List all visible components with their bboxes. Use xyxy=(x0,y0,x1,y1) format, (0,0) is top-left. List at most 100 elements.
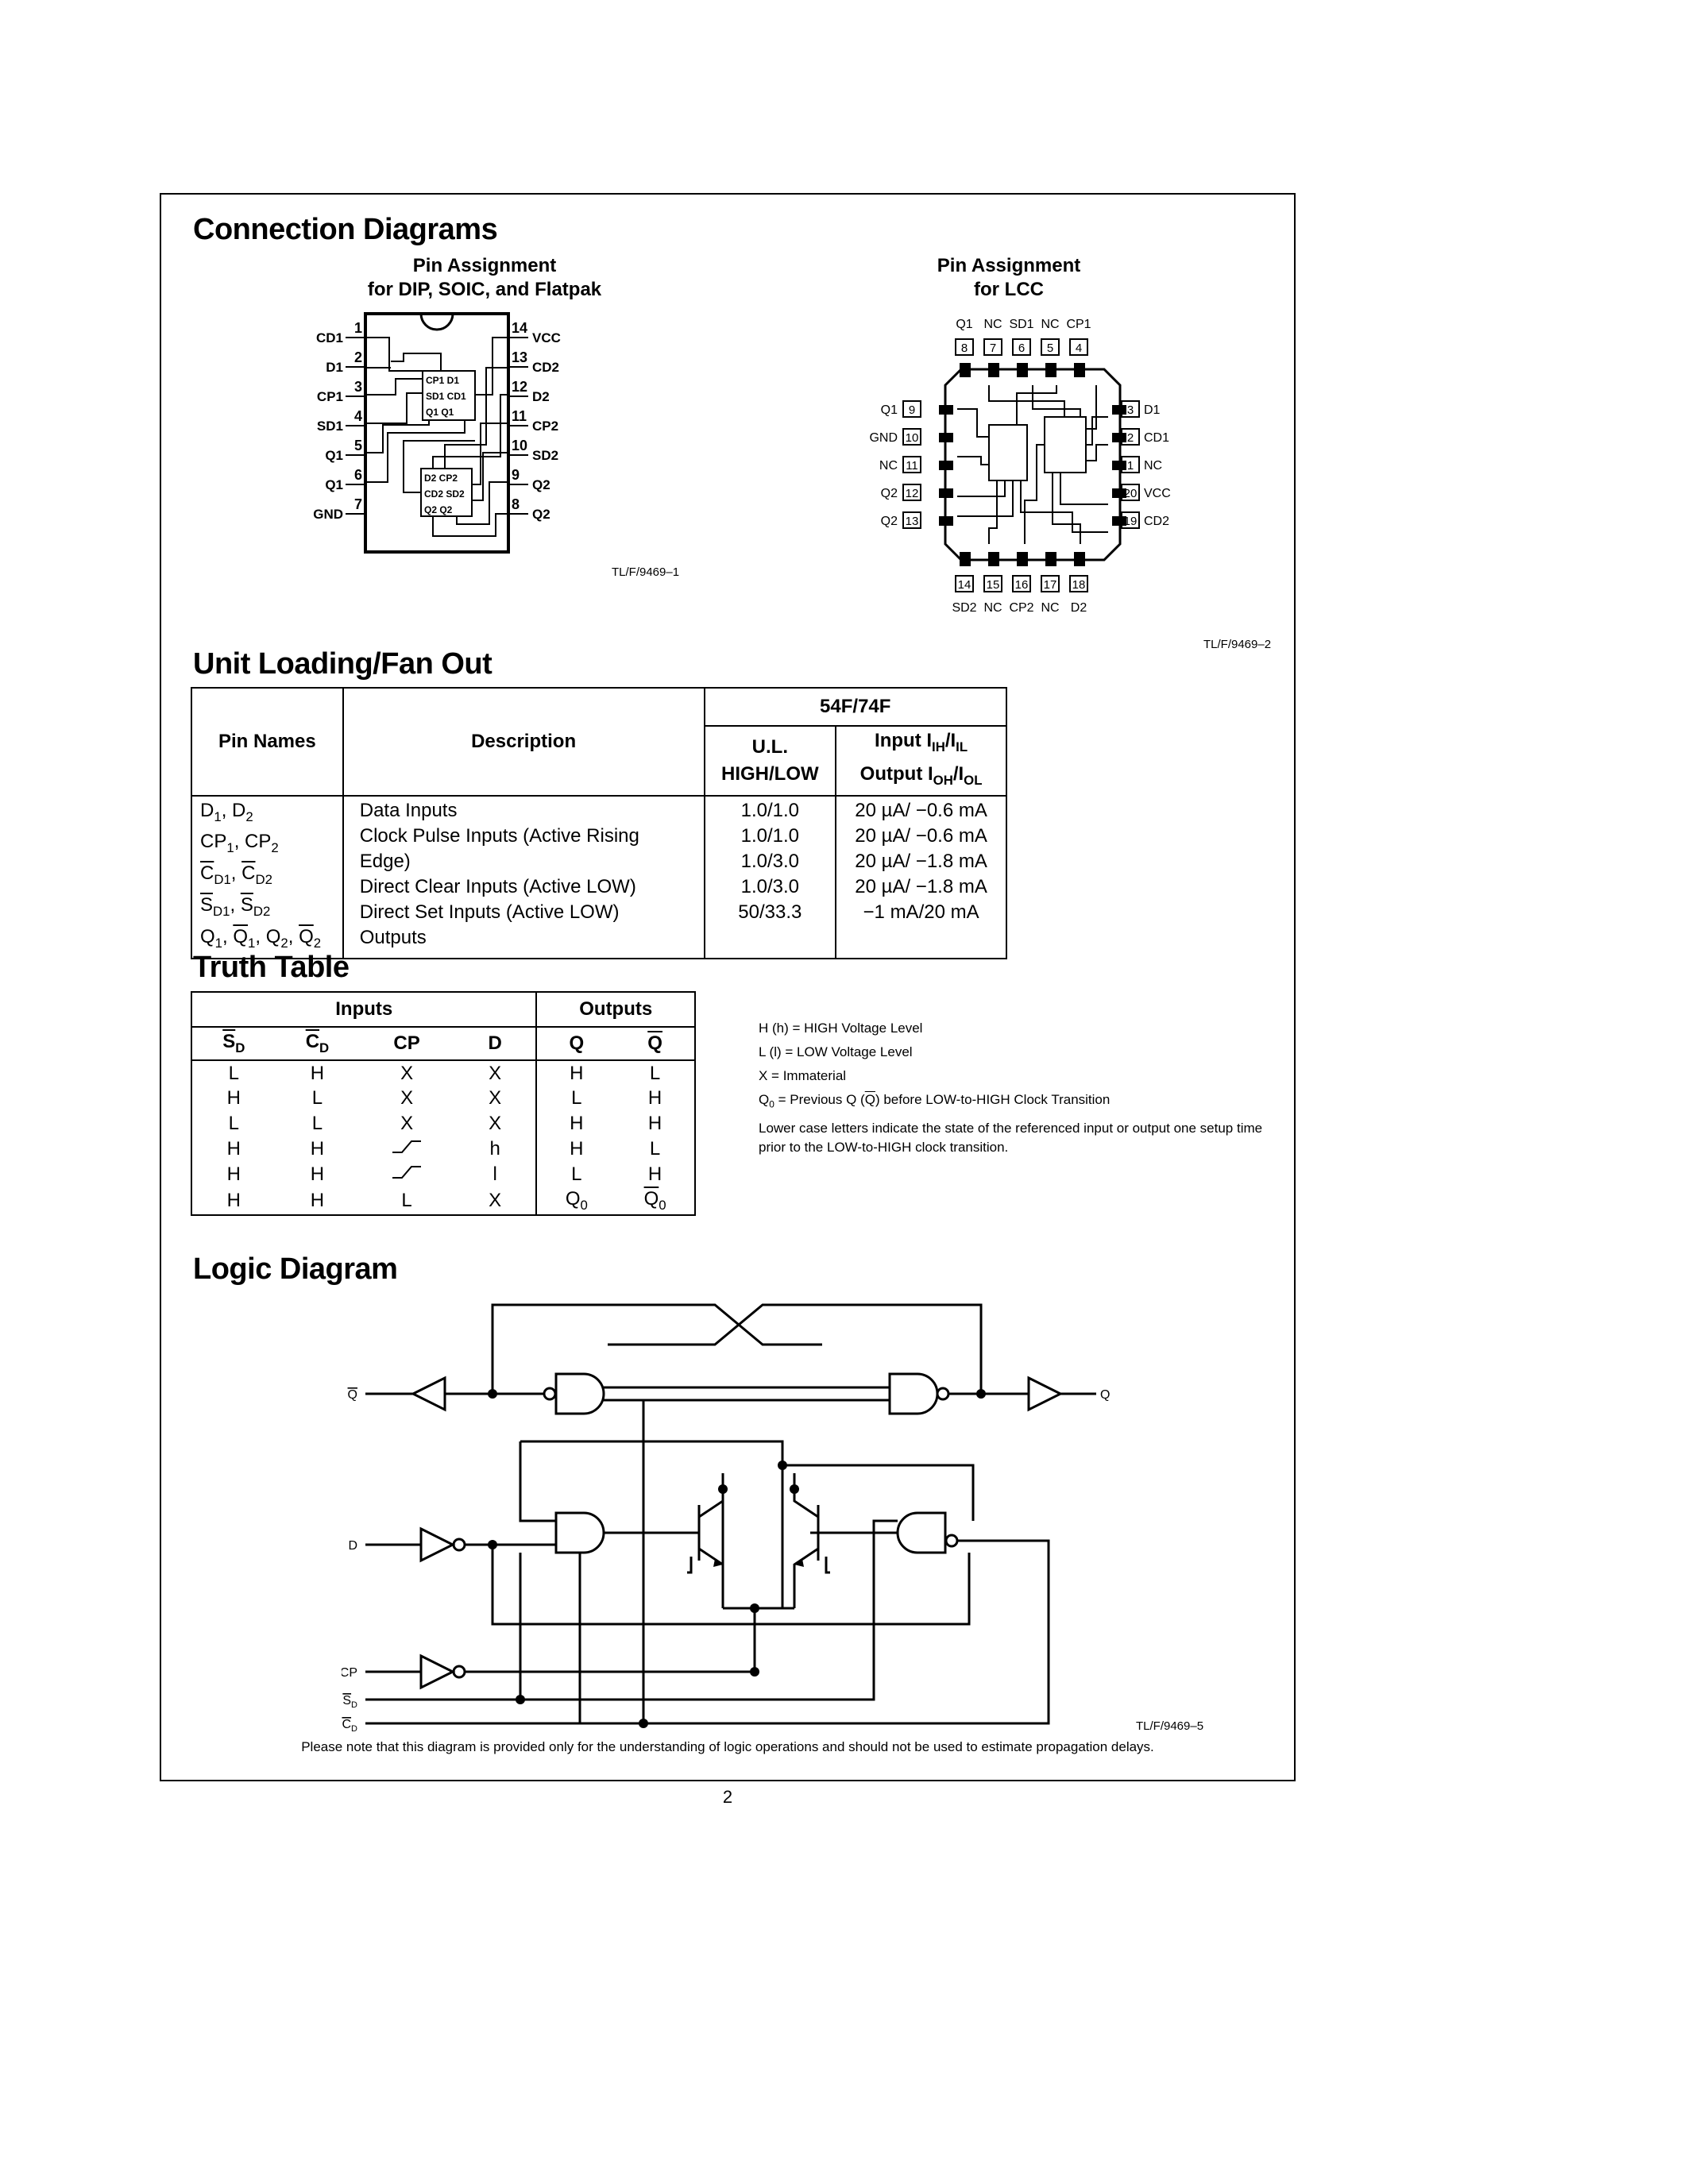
pin-row: CD1, CD2 xyxy=(200,862,272,887)
lcc-flipflop-1 xyxy=(1044,416,1087,473)
pin-label: D1 xyxy=(1144,403,1161,417)
pin-number-box xyxy=(1012,575,1031,592)
truth-table-cell: L xyxy=(228,1113,239,1134)
pin-label: Q1 xyxy=(325,477,343,492)
pin-label: NC xyxy=(983,601,1002,615)
truth-table-cell: H xyxy=(226,1138,241,1160)
pin-number-box xyxy=(955,575,974,592)
pin-label: CD1 xyxy=(1144,431,1169,445)
pin-number-box xyxy=(1041,338,1060,356)
lcc-pad xyxy=(1017,363,1028,377)
pin-label: SD1 xyxy=(317,419,343,434)
truth-table-cell: X xyxy=(454,1111,538,1136)
pin-names-cell: D1, D2 CP1, CP2 CD1, CD2 SD1, SD2 Q1, Q1… xyxy=(191,794,344,959)
lcc-flipflop-2 xyxy=(988,424,1028,481)
note-x: X = Immaterial xyxy=(759,1068,847,1083)
pin-number-box xyxy=(1069,575,1088,592)
lcc-pad xyxy=(939,433,953,442)
description-row: Direct Set Inputs (Active LOW) xyxy=(359,901,620,923)
truth-table-cell: H xyxy=(226,1189,241,1211)
truth-table-cell: H xyxy=(226,1087,241,1109)
svg-text:Q2 Q2: Q2 Q2 xyxy=(424,504,453,515)
lcc-pad xyxy=(1074,363,1085,377)
truth-table-cell: h xyxy=(454,1136,538,1162)
unit-loading-table: Pin Names Description 54F/74F U.L. HIGH/… xyxy=(191,687,1007,959)
pin-label: 16 xyxy=(1015,578,1029,592)
pin-label: CP1 xyxy=(317,389,343,404)
and-mid-left xyxy=(554,1511,605,1554)
lcc-pad xyxy=(1045,363,1056,377)
pin-label: Q1 xyxy=(881,403,898,417)
pin-label: CD2 xyxy=(532,360,559,375)
pin-number-box xyxy=(902,456,921,473)
lcc-pad xyxy=(939,405,953,415)
qbar-buffer xyxy=(410,1376,446,1412)
d-buffer xyxy=(419,1526,456,1563)
io-row: −1 mA/20 mA xyxy=(863,901,979,923)
col-ul: U.L. HIGH/LOW xyxy=(703,725,837,797)
ul-row: 1.0/1.0 xyxy=(740,799,800,821)
col-sd: SD xyxy=(191,1027,276,1061)
svg-text:SD1 CD1: SD1 CD1 xyxy=(426,391,466,402)
pin-label: 12 xyxy=(512,379,527,395)
pin-label: 1 xyxy=(1127,459,1134,473)
truth-table-cell: X xyxy=(400,1113,414,1134)
col-q: Q xyxy=(536,1027,616,1061)
pin-label: D2 xyxy=(1071,601,1087,615)
nand-top-right-bubble xyxy=(936,1387,950,1401)
truth-table-cell: L xyxy=(228,1062,239,1084)
pin-label: 14 xyxy=(958,578,971,592)
lcc-pad xyxy=(939,461,953,470)
pin-label: 3 xyxy=(354,379,362,395)
col-ul-line1: U.L. xyxy=(751,735,788,758)
col-input: Input IIH/IIL xyxy=(875,730,968,754)
pin-label: 1 xyxy=(354,320,362,336)
truth-table-cell: H xyxy=(310,1138,325,1160)
pin-label: 12 xyxy=(906,487,919,500)
pin-label: 8 xyxy=(512,496,520,512)
io-row: 20 µA/ −1.8 mA xyxy=(855,850,987,872)
pin-label: VCC xyxy=(1144,487,1171,500)
pin-number-box xyxy=(1041,575,1060,592)
pin-label: VCC xyxy=(532,330,561,345)
col-cd: CD xyxy=(275,1027,360,1061)
col-family: 54F/74F xyxy=(703,687,1007,727)
description-cell: Data Inputs Clock Pulse Inputs (Active R… xyxy=(342,794,705,959)
pin-label: Q2 xyxy=(532,507,550,522)
svg-text:Q1 Q1: Q1 Q1 xyxy=(426,407,454,418)
truth-table-cell: Q0 xyxy=(565,1188,588,1213)
pin-label: CP1 xyxy=(1066,318,1091,331)
pin-label: 5 xyxy=(1047,341,1053,355)
pin-label: Q2 xyxy=(881,487,898,500)
pin-label: 6 xyxy=(354,467,362,483)
label-d: D xyxy=(348,1539,357,1553)
pin-label: 13 xyxy=(512,349,527,365)
lcc-pad xyxy=(1017,552,1028,566)
lcc-pad xyxy=(960,363,971,377)
page-number: 2 xyxy=(722,1787,733,1807)
label-qbar: Q xyxy=(348,1388,357,1402)
truth-table-cell: X xyxy=(400,1062,414,1084)
group-inputs: Inputs xyxy=(191,992,538,1028)
lcc-pad xyxy=(1112,488,1126,498)
pin-label: GND xyxy=(313,507,343,522)
pin-label: Q1 xyxy=(325,448,343,463)
pin-label: 20 xyxy=(1124,487,1138,500)
svg-text:CP1 D1: CP1 D1 xyxy=(426,375,459,386)
lcc-pad xyxy=(1112,405,1126,415)
rising-edge-icon xyxy=(392,1140,422,1153)
pin-row: CP1, CP2 xyxy=(200,831,279,856)
pin-label: CP2 xyxy=(532,419,558,434)
truth-table-cell: X xyxy=(454,1187,538,1215)
pin-number-box xyxy=(1012,338,1031,356)
pin-label: NC xyxy=(1144,459,1162,473)
pin-label: NC xyxy=(983,318,1002,331)
